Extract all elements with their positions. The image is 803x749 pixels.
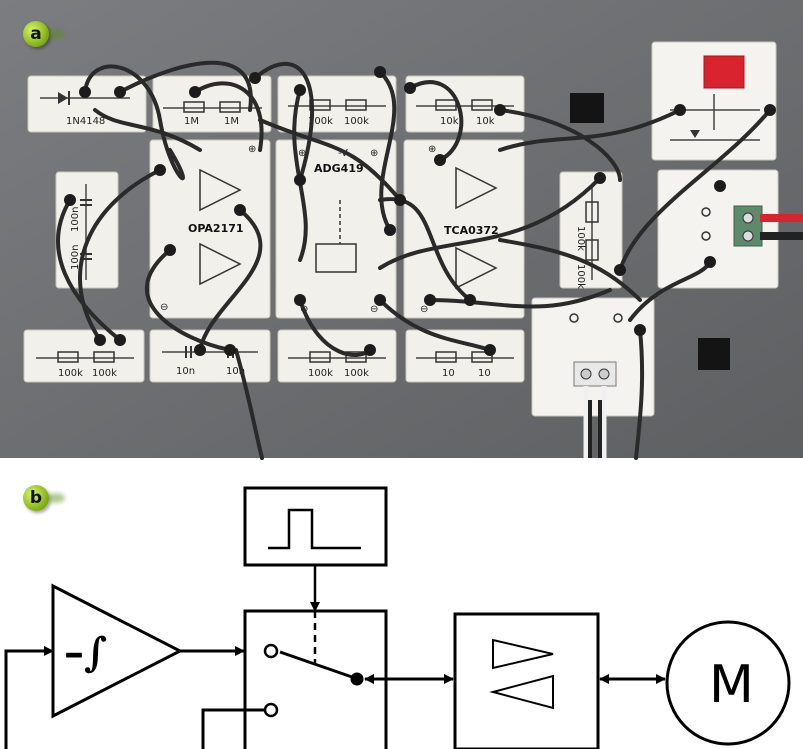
amplifier-symbol-top [492,638,554,670]
res-side-a: 100k [575,226,586,251]
switch-contact-bottom [263,702,279,718]
module-res-100k-side: 100k 100k [559,171,623,289]
amplifier-symbol-bottom [489,674,554,710]
module-res-100k-bl: 100k 100k [23,329,145,383]
diode-label: 1N4148 [66,116,105,127]
module-terminal-right [657,169,803,289]
board-hole [698,338,730,370]
svg-text:⊖: ⊖ [370,304,378,315]
res-1m-label-a: 1M [184,116,199,127]
res-1m-label-b: 1M [224,116,239,127]
switch-pivot [350,672,364,686]
module-opamp-left: OPA2171 ⊖ ⊕ [149,139,271,319]
cable-plugs [64,66,776,356]
svg-text:⊖: ⊖ [160,302,168,313]
motor-block [665,620,791,746]
res-100k-top-a: 100k [308,116,333,127]
cap-10n-a: 10n [176,366,195,377]
res-100k-top-b: 100k [344,116,369,127]
svg-text:⊕: ⊕ [370,148,378,159]
switch-label: ADG419 [314,162,364,175]
switch-block [243,609,388,749]
block-diagram: –∫ M [4,486,791,749]
breadboard-photo: 1N4148 1M 1M 100k 100k 10k 10k [0,0,803,462]
res-bl-b: 100k [92,368,117,379]
opamp-left-label: OPA2171 [188,222,244,235]
res-10k-top-a: 10k [440,116,459,127]
opamp-right-label: TCA0372 [444,224,499,237]
switch-lever [279,650,353,679]
res-bm-b: 100k [344,368,369,379]
patch-cables [56,60,772,460]
amplifier-block [453,612,600,749]
res-side-b: 100k [575,264,586,289]
res-bl-a: 100k [58,368,83,379]
module-switch: ADG419 -V ⊕ ⊕ ⊕ ⊖ [275,139,397,319]
module-res-10-br: 10 10 [405,329,525,383]
module-res-100k-top: 100k 100k [277,75,397,133]
module-red-button [651,41,777,161]
module-terminal-bottom [531,297,655,458]
module-res-100k-bm: 100k 100k [277,329,397,383]
module-opamp-right: TCA0372 ⊕ ⊖ [403,139,525,319]
svg-text:⊖: ⊖ [420,304,428,315]
feedback-return-line [4,646,54,749]
integrator-symbol: –∫ [64,629,107,676]
board-hole [570,93,604,123]
motor-label: M [709,655,754,715]
pulse-waveform [268,508,361,550]
switch-contact-top [263,643,279,659]
pulse-generator-block [243,486,388,567]
red-pushbutton [703,55,745,89]
svg-text:⊕: ⊕ [428,144,436,155]
svg-text:⊕: ⊕ [248,144,256,155]
cap-10n-b: 10n [226,366,245,377]
panel-label-b: b [23,485,49,511]
feedback-line [201,708,265,749]
panel-label-a: a [23,21,49,47]
res-br-a: 10 [442,368,455,379]
cap-left-a: 100n [70,207,81,232]
module-res-10k-top: 10k 10k [405,75,525,133]
module-cap-10n: 10n 10n [149,329,271,383]
res-10k-top-b: 10k [476,116,495,127]
svg-text:⊕: ⊕ [298,148,306,159]
cap-left-b: 100n [70,245,81,270]
res-br-b: 10 [478,368,491,379]
res-bm-a: 100k [308,368,333,379]
